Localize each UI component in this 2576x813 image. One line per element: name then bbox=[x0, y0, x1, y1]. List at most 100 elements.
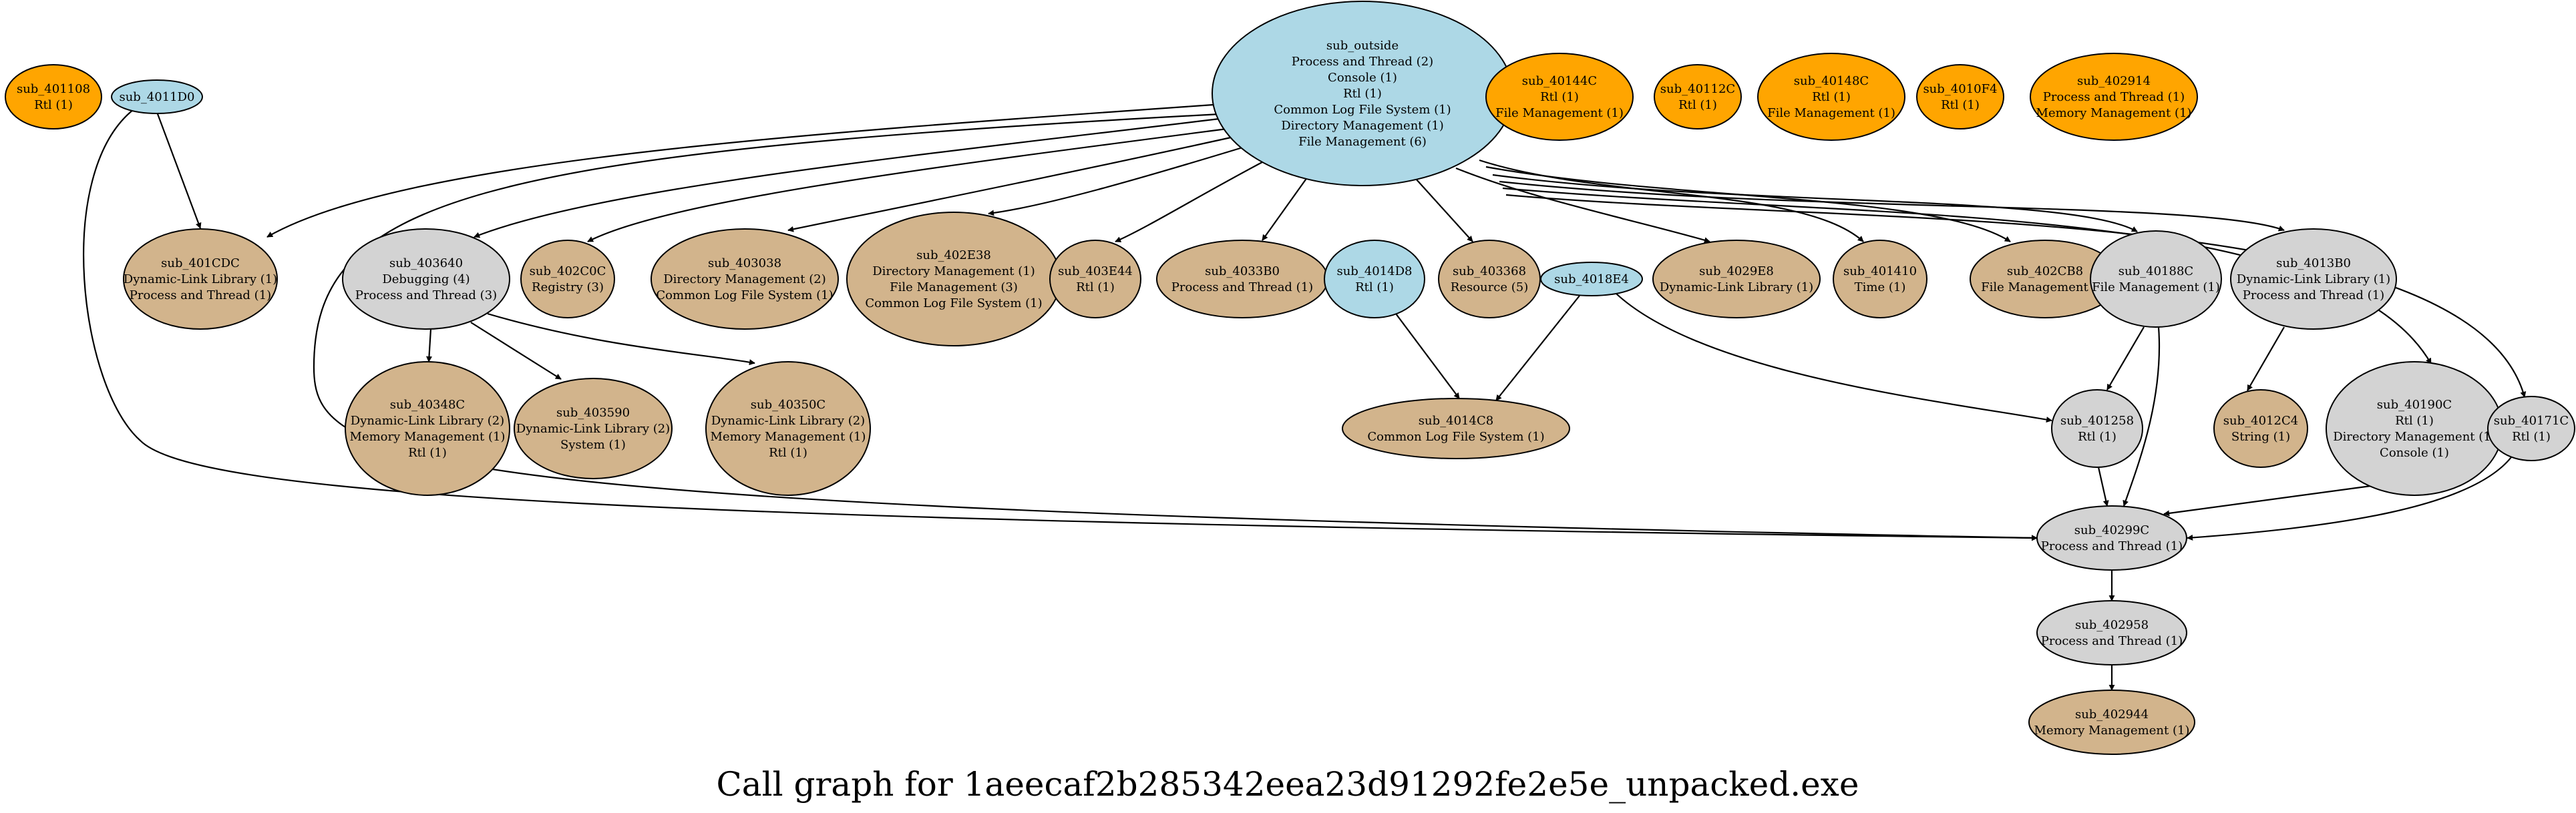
node-api-category: Process and Thread (1) bbox=[130, 288, 271, 302]
edge-sub_outside-to-sub_40188C bbox=[1492, 174, 2138, 232]
node-api-category: Dynamic-Link Library (1) bbox=[1660, 280, 1813, 294]
node-ellipse-sub_40190C bbox=[2326, 361, 2503, 496]
edge-sub_40188C-to-sub_401258 bbox=[2106, 326, 2145, 390]
node-ellipse-sub_403368 bbox=[1438, 240, 1541, 318]
node-ellipse-sub_40350C bbox=[705, 361, 871, 496]
node-ellipse-sub_4014D8 bbox=[1324, 240, 1425, 318]
edge-sub_4014D8-to-sub_4014C8 bbox=[1395, 313, 1460, 399]
node-ellipse-sub_402958 bbox=[2036, 600, 2187, 665]
edge-sub_outside-to-sub_402C0C bbox=[587, 125, 1243, 242]
node-name: sub_4012C4 bbox=[2223, 414, 2298, 428]
edge-sub_outside-to-sub_4013B0 bbox=[1499, 180, 2285, 232]
node-api-category: Dynamic-Link Library (1) bbox=[124, 272, 277, 286]
graph-title: Call graph for 1aeecaf2b285342eea23d9129… bbox=[717, 765, 1859, 804]
node-name: sub_402944 bbox=[2075, 708, 2149, 722]
node-ellipse-sub_401108 bbox=[5, 64, 102, 129]
edge-sub_403640-to-sub_403590 bbox=[470, 322, 562, 380]
node-api-category: File Management (6) bbox=[1298, 135, 1427, 149]
node-ellipse-sub_403590 bbox=[514, 378, 673, 479]
edge-sub_401258-to-sub_40299C bbox=[2097, 467, 2109, 507]
node-name: sub_403590 bbox=[556, 406, 630, 420]
node-api-category: Common Log File System (1) bbox=[865, 296, 1042, 310]
node-ellipse-sub_403038 bbox=[651, 228, 839, 330]
node-api-category: File Management (1) bbox=[1981, 280, 2109, 294]
node-name: sub_402C0C bbox=[530, 264, 606, 278]
node-name: sub_40112C bbox=[1660, 82, 1735, 96]
edge-sub_outside-to-sub_4029E8 bbox=[1455, 167, 1710, 244]
edge-sub_outside-to-sub_403E44 bbox=[1115, 156, 1273, 243]
node-name: sub_40148C bbox=[1794, 74, 1869, 88]
node-name: sub_401258 bbox=[2060, 414, 2134, 428]
node-api-category: Resource (5) bbox=[1451, 280, 1528, 294]
node-name: sub_4014D8 bbox=[1336, 264, 1412, 278]
edge-sub_4011D0-to-sub_401CDC bbox=[156, 111, 202, 229]
node-api-category: Registry (3) bbox=[532, 280, 604, 294]
node-ellipse-sub_4011D0 bbox=[111, 79, 203, 114]
node-api-category: Process and Thread (1) bbox=[1171, 280, 1313, 294]
node-api-category: File Management (1) bbox=[2092, 280, 2220, 294]
node-name: sub_403368 bbox=[1453, 264, 1526, 278]
node-api-category: Common Log File System (1) bbox=[656, 288, 833, 302]
node-ellipse-sub_40188C bbox=[2090, 230, 2222, 328]
node-api-category: Rtl (1) bbox=[2395, 414, 2434, 428]
node-ellipse-sub_40148C bbox=[1757, 53, 1905, 141]
node-api-category: Rtl (1) bbox=[1941, 98, 1980, 112]
node-api-category: Console (1) bbox=[2380, 446, 2449, 460]
edge-sub_4018E4-to-sub_401258 bbox=[1616, 293, 2052, 423]
node-api-category: Dynamic-Link Library (2) bbox=[711, 414, 865, 428]
node-api-category: Process and Thread (1) bbox=[2243, 288, 2384, 302]
node-ellipse-sub_401410 bbox=[1833, 240, 1927, 318]
node-ellipse-sub_401CDC bbox=[123, 228, 278, 330]
node-name: sub_4013B0 bbox=[2276, 256, 2351, 270]
node-ellipse-sub_40112C bbox=[1654, 64, 1742, 129]
node-api-category: Debugging (4) bbox=[382, 272, 470, 286]
node-ellipse-sub_403640 bbox=[342, 228, 510, 330]
node-name: sub_402CB8 bbox=[2007, 264, 2083, 278]
node-name: sub_401410 bbox=[1843, 264, 1917, 278]
node-sub_402C0C: sub_402C0C Registry (3) bbox=[520, 240, 615, 318]
node-ellipse-sub_4013B0 bbox=[2230, 228, 2397, 330]
node-ellipse-sub_403E44 bbox=[1049, 240, 1141, 318]
node-api-category: Process and Thread (3) bbox=[355, 288, 497, 302]
node-api-category: Memory Management (1) bbox=[2034, 724, 2190, 738]
node-name: sub_40144C bbox=[1522, 74, 1597, 88]
node-api-category: Dynamic-Link Library (2) bbox=[351, 414, 504, 428]
node-api-category: Rtl (1) bbox=[2078, 430, 2117, 444]
node-api-category: Directory Management (1) bbox=[1281, 119, 1444, 133]
node-name: sub_403038 bbox=[708, 256, 781, 270]
node-name: sub_4033B0 bbox=[1205, 264, 1280, 278]
node-api-category: Rtl (1) bbox=[408, 446, 447, 460]
node-api-category: Rtl (1) bbox=[1678, 98, 1717, 112]
node-api-category: Directory Management (1) bbox=[2333, 430, 2496, 444]
node-api-category: Console (1) bbox=[1328, 71, 1397, 85]
node-api-category: Process and Thread (2) bbox=[1292, 55, 1433, 69]
node-api-category: System (1) bbox=[560, 438, 626, 452]
node-api-category: File Management (3) bbox=[890, 280, 1018, 294]
node-ellipse-sub_402914 bbox=[2030, 53, 2198, 141]
node-ellipse-sub_4014C8 bbox=[1342, 398, 1570, 459]
node-api-category: Directory Management (1) bbox=[872, 264, 1035, 278]
node-ellipse-sub_4012C4 bbox=[2213, 389, 2308, 468]
edge-sub_outside-to-sub_403368 bbox=[1415, 178, 1473, 242]
edge-sub_4011D0-to-sub_40299C bbox=[83, 109, 2038, 541]
node-api-category: Memory Management (1) bbox=[350, 430, 506, 444]
node-sub_4011D0: sub_4011D0 bbox=[111, 79, 203, 114]
node-name: sub_outside bbox=[1326, 39, 1399, 53]
edge-sub_40190C-to-sub_40299C bbox=[2163, 485, 2372, 517]
node-api-category: Dynamic-Link Library (1) bbox=[2237, 272, 2390, 286]
node-ellipse-sub_402944 bbox=[2028, 690, 2195, 755]
